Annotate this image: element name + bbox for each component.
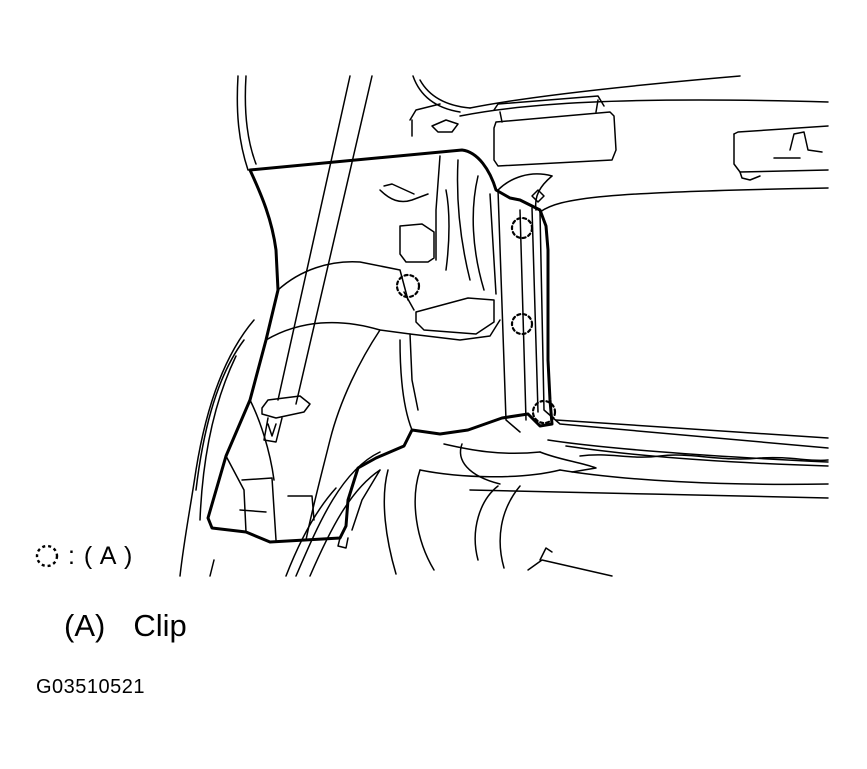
wheel-arch-contours: [179, 319, 381, 577]
legend: : ( A ): [34, 538, 133, 574]
body-outline: [236, 75, 829, 181]
seat-belt: [261, 75, 373, 443]
clip-markers: [395, 216, 557, 425]
callout-label: Clip: [133, 608, 187, 643]
clip-pillar-lower: [531, 399, 557, 425]
clip-pillar-upper: [510, 216, 534, 240]
quarter-trim-panel: [206, 148, 554, 549]
clip-upper-left: [395, 273, 421, 299]
dashed-circle-icon: [35, 544, 59, 568]
clip-pillar-middle: [510, 312, 534, 336]
callout-letter: (A): [64, 608, 106, 643]
figure-id: G03510521: [36, 676, 146, 698]
callout: (A) Clip: [64, 608, 187, 644]
cargo-floor: [383, 443, 829, 577]
legend-text: : ( A ): [68, 541, 134, 570]
